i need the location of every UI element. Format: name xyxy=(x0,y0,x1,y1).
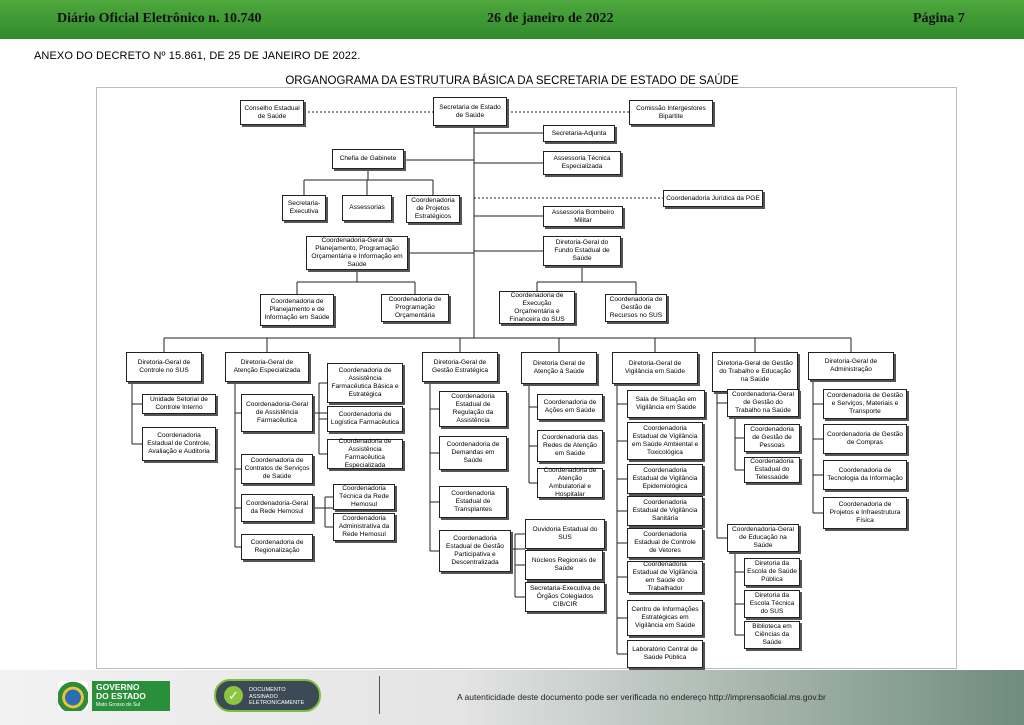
org-unit-coordenadoria-de-projetos-estrategicos: Coordenadoria de Projetos Estratégicos xyxy=(406,195,460,223)
gazette-edition: Diário Oficial Eletrônico n. 10.740 xyxy=(57,11,262,26)
footer-bar xyxy=(0,670,1024,725)
org-unit-nucleos-regionais-de-saude: Núcleos Regionais de Saúde xyxy=(525,550,603,580)
org-unit-coordenadoria-geral-de-gestao-do-trabalho-na-saude: Coordenadoria-Geral de Gestão do Trabalh… xyxy=(727,389,799,417)
org-unit-coordenadoria-de-regionalizacao: Coordenadoria de Regionalização xyxy=(241,534,313,560)
org-unit-coordenadoria-de-gestao-de-compras: Coordenadoria de Gestão de Compras xyxy=(823,424,907,454)
org-chart-title: ORGANOGRAMA DA ESTRUTURA BÁSICA DA SECRE… xyxy=(285,75,739,87)
org-unit-coordenadoria-juridica-da-pge: Coordenadoria Jurídica da PGE xyxy=(663,190,763,207)
org-unit-coordenadoria-estadual-de-controle-de-vetores: Coordenadoria Estadual de Controle de Ve… xyxy=(627,528,703,558)
authenticity-note: A autenticidade deste documento pode ser… xyxy=(457,692,826,702)
org-unit-laboratorio-central-de-saude-publica: Laboratório Central de Saúde Pública xyxy=(627,640,703,668)
org-unit-coordenadoria-de-logistica-farmaceutica: Coordenadoria de Logística Farmacêutica xyxy=(327,406,403,432)
org-unit-diretoria-geral-de-gestao-estrategica: Diretoria-Geral de Gestão Estratégica xyxy=(422,352,498,382)
org-unit-coordenadoria-estadual-de-vigilancia-em-saude-do-trabalhador: Coordenadoria Estadual de Vigilância em … xyxy=(627,561,703,593)
org-unit-coordenadoria-estadual-de-regulacao-da-assistencia: Coordenadoria Estadual de Regulação da A… xyxy=(439,391,507,427)
header-bar: Diário Oficial Eletrônico n. 10.740 26 d… xyxy=(0,0,1024,39)
org-unit-assessoria-bombeiro-militar: Assessoria Bombeiro Militar xyxy=(543,206,623,227)
org-unit-coordenadoria-estadual-de-vigilancia-em-saude-ambiental-e-toxicologica: Coordenadoria Estadual de Vigilância em … xyxy=(627,422,703,460)
org-unit-conselho-estadual-de-saude: Conselho Estadual de Saúde xyxy=(240,100,304,125)
checkmark-icon: ✓ xyxy=(224,686,243,705)
org-unit-coordenadoria-estadual-do-telessaude: Coordenadoria Estadual do Telessaúde xyxy=(744,457,800,483)
org-unit-coordenadoria-de-projetos-e-infraestrutura-fisica: Coordenadoria de Projetos e Infraestrutu… xyxy=(823,497,907,529)
org-unit-coordenadoria-de-planejamento-e-de-informacao-em-saude: Coordenadoria de Planejamento e de Infor… xyxy=(260,294,334,326)
org-unit-coordenadoria-de-acoes-em-saude: Coordenadoria de Ações em Saúde xyxy=(537,394,603,420)
org-unit-coordenadoria-tecnica-da-rede-hemosul: Coordenadoria Técnica da Rede Hemosul xyxy=(333,484,395,510)
org-unit-ouvidoria-estadual-do-sus: Ouvidoria Estadual do SUS xyxy=(525,519,605,549)
org-unit-coordenadoria-estadual-de-transplantes: Coordenadoria Estadual de Transplantes xyxy=(439,486,507,518)
org-unit-assessorias: Assessorias xyxy=(342,195,392,221)
org-unit-diretoria-geral-de-controle-no-sus: Diretoria-Geral de Controle no SUS xyxy=(126,352,202,382)
org-unit-diretoria-geral-de-administracao: Diretoria-Geral de Administração xyxy=(808,352,894,380)
org-unit-coordenadoria-de-assistencia-farmaceutica-especializada: Coordenadoria de Assistência Farmacêutic… xyxy=(327,438,403,469)
org-unit-coordenadoria-estadual-de-vigilancia-sanitaria: Coordenadoria Estadual de Vigilância San… xyxy=(627,496,703,526)
org-unit-coordenadoria-de-gestao-de-recursos-no-sus: Coordenadoria de Gestão de Recursos no S… xyxy=(605,294,667,322)
state-coat-of-arms-icon xyxy=(58,681,88,711)
publication-date: 26 de janeiro de 2022 xyxy=(487,11,614,26)
org-chart-frame: Conselho Estadual de Saúde Secretaria de … xyxy=(96,87,957,669)
org-unit-coordenadoria-de-contratos-de-servicos-de-saude: Coordenadoria de Contratos de Serviços d… xyxy=(241,454,313,484)
org-unit-secretaria-adjunta: Secretaria-Adjunta xyxy=(543,125,615,142)
org-unit-secretaria-de-estado-de-saude: Secretaria de Estado de Saúde xyxy=(433,97,507,126)
org-unit-coordenadoria-de-demandas-em-saude: Coordenadoria de Demandas em Saúde xyxy=(439,436,507,470)
org-unit-coordenadoria-de-programacao-orcamentaria: Coordenadoria de Programação Orçamentári… xyxy=(381,294,449,322)
org-unit-secretaria-executiva-de-orgaos-colegiados-cib-cir: Secretaria-Executiva de Órgãos Colegiado… xyxy=(525,582,605,612)
org-unit-comissao-intergestores-bipartite: Comissão Intergestores Bipartite xyxy=(629,100,713,125)
page-number: Página 7 xyxy=(913,11,965,26)
org-unit-coordenadoria-geral-de-planejamento-programacao-orcamentaria-e-informacao-em-saude: Coordenadoria-Geral de Planejamento, Pro… xyxy=(306,236,408,270)
org-unit-coordenadoria-de-tecnologia-da-informacao: Coordenadoria de Tecnologia da Informaçã… xyxy=(823,460,907,490)
government-logo: GOVERNO DO ESTADO Mato Grosso do Sul xyxy=(58,681,170,711)
annex-heading: ANEXO DO DECRETO Nº 15.861, DE 25 DE JAN… xyxy=(34,50,361,62)
org-unit-coordenadoria-administrativa-da-rede-hemosul: Coordenadoria Administrativa da Rede Hem… xyxy=(333,513,395,541)
org-unit-coordenadoria-estadual-de-gestao-participativa-e-descentralizada: Coordenadoria Estadual de Gestão Partici… xyxy=(439,530,511,572)
org-unit-diretoria-geral-de-gestao-do-trabalho-e-educacao-na-saude: Diretoria-Geral de Gestão do Trabalho e … xyxy=(712,352,798,392)
org-unit-coordenadoria-das-redes-de-atencao-em-saude: Coordenadoria das Redes de Atenção em Sa… xyxy=(537,430,603,462)
org-unit-diretoria-da-escola-de-saude-publica: Diretoria da Escola de Saúde Pública xyxy=(744,558,800,586)
org-unit-coordenadoria-de-execucao-orcamentaria-e-financeira-do-sus: Coordenadoria de Execução Orçamentária e… xyxy=(499,291,575,324)
org-unit-coordenadoria-de-gestao-e-servicos-materiais-e-transporte: Coordenadoria de Gestão e Serviços, Mate… xyxy=(823,389,907,419)
org-unit-coordenadoria-de-assistencia-farmaceutica-basica-e-estrategica: Coordenadoria de Assistência Farmacêutic… xyxy=(327,363,403,403)
electronic-signature-seal: ✓ DOCUMENTO ASSINADO ELETRONICAMENTE xyxy=(214,679,321,712)
org-unit-biblioteca-em-ciencias-da-saude: Biblioteca em Ciências da Saúde xyxy=(744,621,800,649)
org-unit-unidade-setorial-de-controle-interno: Unidade Setorial de Controle Interno xyxy=(142,394,216,414)
org-chart-connectors xyxy=(131,111,852,655)
org-unit-centro-de-informacoes-estrategicas-em-vigilancia-em-saude: Centro de Informações Estratégicas em Vi… xyxy=(627,600,703,636)
org-unit-sala-de-situacao-em-vigilancia-em-saude: Sala de Situação em Vigilância em Saúde xyxy=(627,390,705,418)
org-unit-coordenadoria-geral-da-rede-hemosul: Coordenadoria-Geral da Rede Hemosul xyxy=(241,494,313,522)
org-unit-coordenadoria-geral-de-assistencia-farmaceutica: Coordenadoria-Geral de Assistência Farma… xyxy=(241,394,313,432)
org-unit-diretoria-geral-de-atencao-especializada: Diretoria-Geral de Atenção Especializada xyxy=(225,352,309,382)
org-unit-coordenadoria-geral-de-educacao-na-saude: Coordenadoria-Geral de Educação na Saúde xyxy=(727,524,799,552)
org-unit-diretoria-geral-do-fundo-estadual-de-saude: Diretoria-Geral do Fundo Estadual de Saú… xyxy=(543,236,621,266)
org-unit-coordenadoria-de-atencao-ambulatorial-e-hospitalar: Coordenadoria de Atenção Ambulatorial e … xyxy=(537,467,603,498)
org-unit-diretoria-geral-de-atencao-a-saude: Diretoria Geral de Atenção à Saúde xyxy=(521,352,597,384)
org-unit-diretoria-da-escola-tecnica-do-sus: Diretoria da Escola Técnica do SUS xyxy=(744,590,800,618)
org-unit-assessoria-tecnica-especializada: Assessoria Técnica Especializada xyxy=(543,151,621,175)
org-unit-coordenadoria-estadual-de-vigilancia-epidemiologica: Coordenadoria Estadual de Vigilância Epi… xyxy=(627,464,703,494)
org-unit-diretoria-geral-de-vigilancia-em-saude: Diretoria-Geral de Vigilância em Saúde xyxy=(612,352,698,384)
org-unit-chefia-de-gabinete: Chefia de Gabinete xyxy=(332,149,404,169)
org-unit-coordenadoria-de-gestao-de-pessoas: Coordenadoria de Gestão de Pessoas xyxy=(744,424,800,452)
org-unit-coordenadoria-estadual-de-controle-avaliacao-e-auditoria: Coordenadoria Estadual de Controle, Aval… xyxy=(142,427,216,461)
org-unit-secretaria-executiva: Secretaria-Executiva xyxy=(282,195,326,221)
footer-divider xyxy=(379,676,380,714)
